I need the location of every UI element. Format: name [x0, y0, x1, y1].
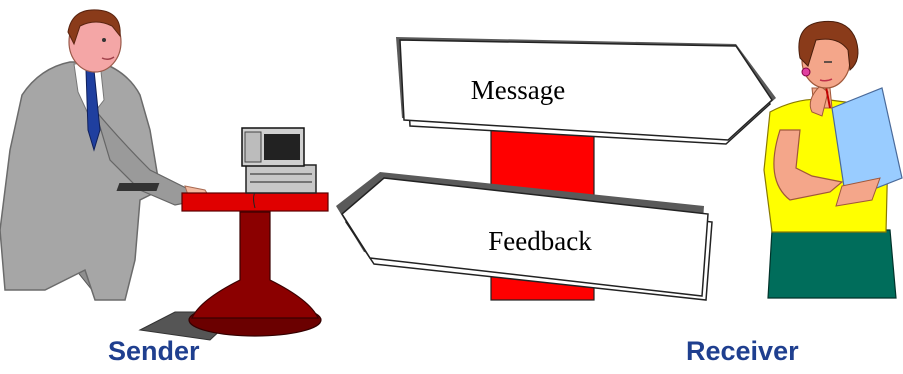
two-way-signpost: Message Feedback — [336, 37, 776, 301]
message-label: Message — [471, 75, 565, 105]
receiver-label: Receiver — [686, 336, 799, 366]
feedback-label: Feedback — [488, 226, 592, 256]
message-sign: Message — [396, 37, 776, 145]
receiver-figure — [763, 20, 903, 299]
feedback-sign: Feedback — [336, 172, 713, 301]
sender-figure — [0, 9, 211, 301]
sender-label: Sender — [108, 336, 200, 366]
computer-desk — [138, 127, 329, 341]
